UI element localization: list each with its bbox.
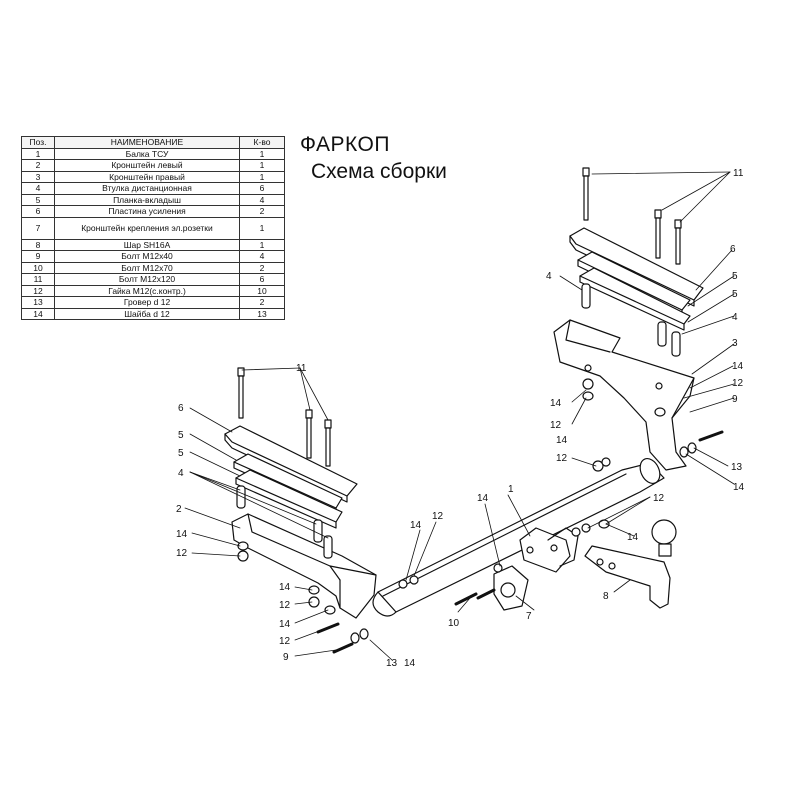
cell-qty: 1 [239, 147, 285, 160]
callout-4-right-top: 4 [546, 271, 552, 282]
ball-mount [584, 519, 677, 609]
callout-12-l1: 12 [176, 548, 188, 559]
callout-5b-left: 5 [178, 448, 184, 459]
callout-14-ball: 14 [627, 532, 639, 543]
callout-3: 3 [732, 338, 738, 349]
callout-12-r2: 12 [732, 378, 744, 389]
drawing-subtitle: Схема сборки [311, 160, 447, 183]
callout-5a-left: 5 [178, 430, 184, 441]
callout-5b-right: 5 [732, 289, 738, 300]
callout-12-rb: 12 [556, 453, 568, 464]
cell-name: Кронштейн левый [54, 159, 240, 172]
cell-qty: 13 [239, 307, 285, 320]
tow-beam [372, 458, 665, 617]
callout-6-left: 6 [178, 403, 184, 414]
callout-10: 10 [448, 618, 460, 629]
callout-2: 2 [176, 504, 182, 515]
callout-13-left: 13 [386, 658, 398, 669]
callout-5a-right: 5 [732, 271, 738, 282]
callout-7: 7 [526, 611, 532, 622]
left-bracket [231, 513, 377, 619]
callout-11-left: 11 [296, 363, 307, 374]
callout-13-right: 13 [731, 462, 743, 473]
callout-14-mid: 14 [410, 520, 422, 531]
cell-qty: 1 [239, 159, 285, 172]
callout-14-l2: 14 [279, 582, 291, 593]
callout-8: 8 [603, 591, 609, 602]
callout-14-l4: 14 [404, 658, 416, 669]
header-pos: Поз. [21, 136, 55, 149]
callout-12-l3: 12 [279, 636, 291, 647]
cell-qty: 1 [239, 238, 285, 251]
callout-4-right-side: 4 [732, 312, 738, 323]
right-plate-stack [569, 167, 704, 357]
cell-qty: 4 [239, 250, 285, 263]
cell-qty: 4 [239, 193, 285, 206]
left-bolts [236, 367, 333, 559]
leader-lines [184, 171, 735, 661]
drawing-title: ФАРКОП [300, 133, 390, 156]
callout-9-left: 9 [283, 652, 289, 663]
cell-qty: 6 [239, 182, 285, 195]
cell-name: Кронштейн правый [54, 170, 240, 183]
callout-14-center: 14 [477, 493, 489, 504]
cell-qty: 1 [239, 216, 285, 240]
callout-4-left: 4 [178, 468, 184, 479]
callout-6-right: 6 [730, 244, 736, 255]
callout-14-rb: 14 [556, 435, 568, 446]
left-plate-stack [224, 425, 358, 529]
callout-12-r1: 12 [550, 420, 562, 431]
callout-12-mid: 12 [432, 511, 444, 522]
cell-name: Шайба d 12 [54, 307, 240, 320]
callout-14-l1: 14 [176, 529, 188, 540]
callouts: 11 6 5 5 4 2 14 12 14 12 14 12 9 13 14 1… [176, 168, 745, 669]
callout-12-l2: 12 [279, 600, 291, 611]
callout-14-r2: 14 [732, 361, 744, 372]
callout-1: 1 [508, 484, 514, 495]
cell-name: Шар SH16A [54, 238, 240, 251]
right-bracket [553, 319, 695, 471]
header-qty: К-во [239, 136, 285, 149]
callout-9-right: 9 [732, 394, 738, 405]
callout-14-l3: 14 [279, 619, 291, 630]
callout-14-r3: 14 [733, 482, 745, 493]
table-header-row: Поз. НАИМЕНОВАНИЕ К-во [21, 136, 285, 149]
callout-12-ball: 12 [653, 493, 665, 504]
header-name: НАИМЕНОВАНИЕ [54, 136, 240, 149]
callout-14-r1: 14 [550, 398, 562, 409]
cell-qty: 1 [239, 170, 285, 183]
callout-11-right: 11 [733, 168, 744, 179]
